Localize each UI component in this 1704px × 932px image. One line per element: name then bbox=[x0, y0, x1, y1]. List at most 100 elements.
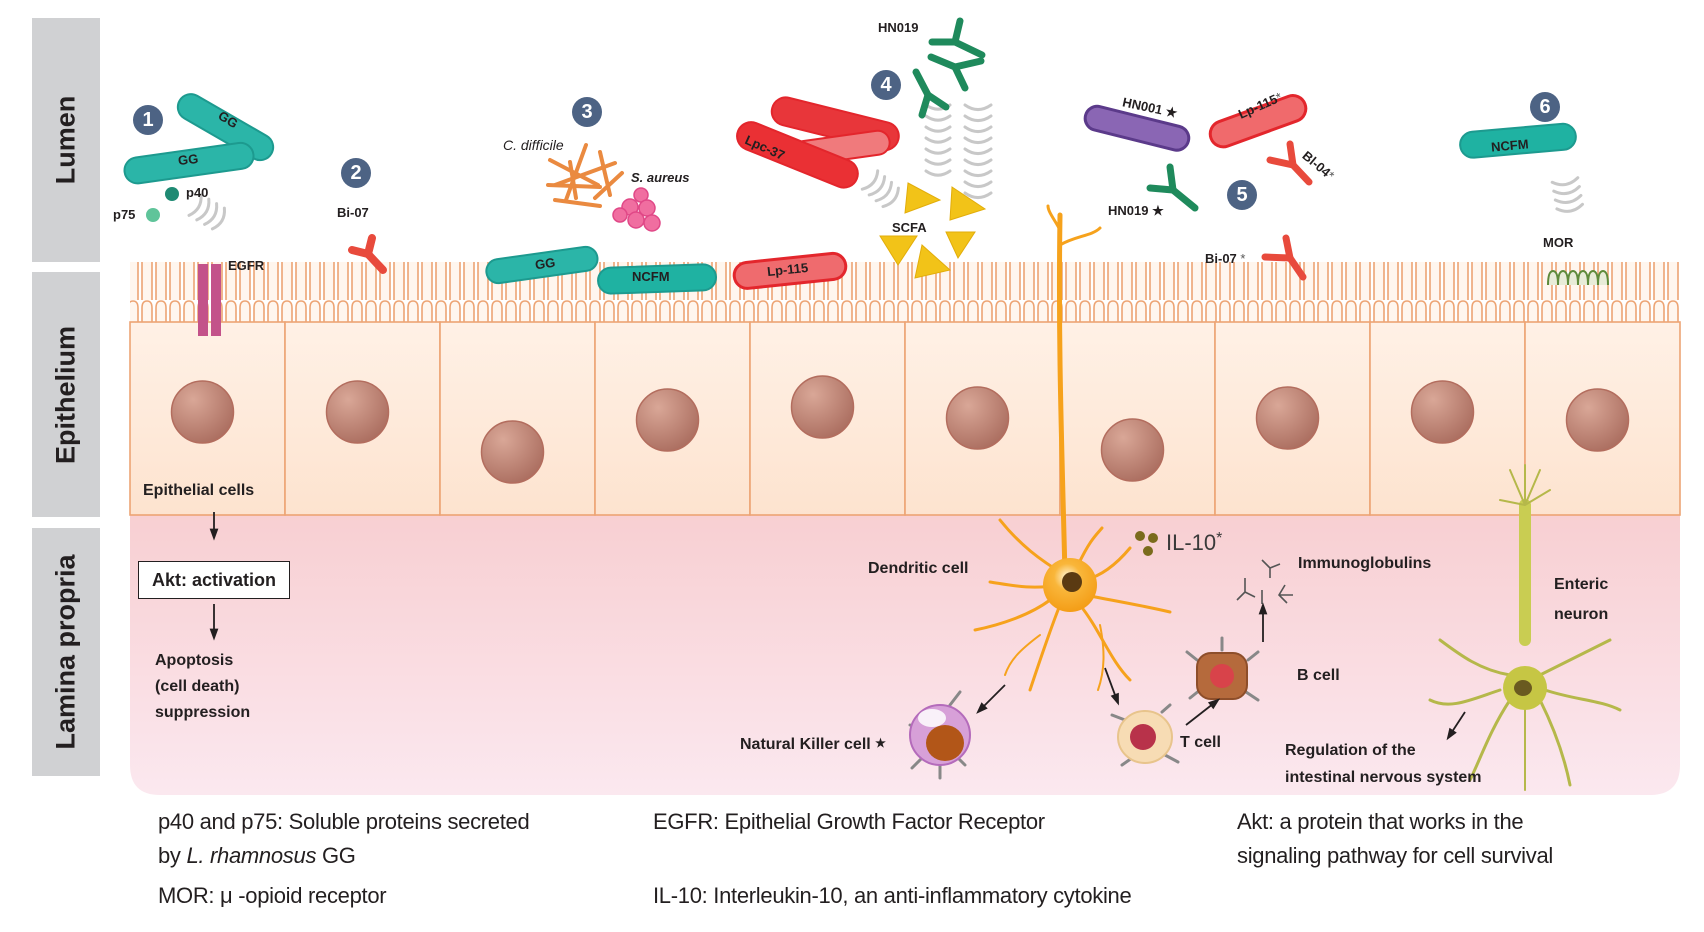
legend-text: GG bbox=[316, 843, 356, 868]
step-badge-4: 4 bbox=[871, 70, 901, 100]
label-dendritic-cell: Dendritic cell bbox=[868, 560, 969, 577]
signal-wave bbox=[963, 169, 993, 178]
bacterium-gg-top bbox=[176, 93, 275, 162]
label-mor: MOR bbox=[1543, 235, 1574, 250]
legend-p40-p75: p40 and p75: Soluble proteins secreted b… bbox=[158, 805, 530, 873]
signal-wave bbox=[963, 103, 993, 112]
legend-p40-p75-line-1: p40 and p75: Soluble proteins secreted bbox=[158, 809, 530, 834]
step-badge-5: 5 bbox=[1227, 180, 1257, 210]
label-epithelial-cells: Epithelial cells bbox=[143, 482, 255, 499]
legend-akt-line-1: Akt: a protein that works in the bbox=[1237, 809, 1524, 834]
enteric-line-2: neuron bbox=[1554, 606, 1609, 623]
cell-nucleus bbox=[945, 386, 1010, 450]
signal-wave bbox=[963, 191, 993, 200]
bacterium-gg-bottom bbox=[123, 141, 255, 185]
region-label-epithelium: Epithelium bbox=[50, 325, 81, 464]
enteric-line-1: Enteric bbox=[1554, 576, 1609, 593]
cell-nucleus bbox=[790, 375, 855, 439]
signal-wave bbox=[924, 147, 952, 155]
label-bi07-step2: Bi-07 bbox=[337, 205, 369, 220]
signal-wave bbox=[1550, 176, 1580, 187]
label-il10: IL-10* bbox=[1166, 530, 1222, 556]
natural-killer-cell bbox=[908, 690, 971, 780]
region-bar-lumen: Lumen bbox=[32, 18, 100, 262]
t-cell bbox=[1110, 703, 1180, 767]
asterisk-marker: * bbox=[1240, 251, 1246, 266]
region-label-lamina-propria: Lamina propria bbox=[50, 554, 81, 750]
bi07-bacterium-step5 bbox=[1261, 234, 1307, 281]
epithelial-cell bbox=[1059, 321, 1216, 516]
star-marker: ★ bbox=[1152, 203, 1164, 218]
cell-nucleus bbox=[1410, 380, 1475, 444]
apoptosis-line-1: Apoptosis bbox=[155, 652, 234, 669]
signal-wave bbox=[924, 125, 952, 133]
il10-dots bbox=[1135, 531, 1158, 556]
scfa-triangles bbox=[879, 182, 987, 279]
egfr-receptor bbox=[198, 264, 221, 336]
enteric-neuron bbox=[1428, 464, 1622, 791]
legend-egfr: EGFR: Epithelial Growth Factor Receptor bbox=[653, 809, 1045, 834]
signal-wave bbox=[860, 169, 880, 191]
cell-nucleus bbox=[1255, 386, 1320, 450]
signal-wave bbox=[963, 180, 993, 189]
signal-wave bbox=[881, 186, 900, 209]
signal-wave bbox=[963, 136, 993, 145]
arrow-head bbox=[1110, 692, 1119, 706]
cell-nucleus bbox=[170, 380, 235, 444]
arrow-head bbox=[1258, 602, 1268, 615]
hn019-bacterium-step5 bbox=[1146, 163, 1199, 212]
arrow-head bbox=[209, 628, 219, 641]
arrow-head bbox=[209, 528, 219, 541]
label-t-cell: T cell bbox=[1180, 734, 1221, 751]
label-hn019-top: HN019 bbox=[878, 20, 919, 35]
p40-protein bbox=[165, 187, 179, 201]
apoptosis-line-3: suppression bbox=[155, 704, 251, 721]
bacterium-hn001 bbox=[1083, 104, 1191, 152]
signal-wave bbox=[203, 202, 219, 226]
arrow-head bbox=[1446, 727, 1457, 741]
legend-mor: MOR: μ -opioid receptor bbox=[158, 883, 387, 908]
label-immunoglobulins: Immunoglobulins bbox=[1298, 555, 1432, 572]
legend-akt-line-2: signaling pathway for cell survival bbox=[1237, 843, 1553, 868]
label-p75: p75 bbox=[113, 207, 136, 222]
cell-nucleus bbox=[1565, 388, 1630, 452]
bacterium-gg-surface bbox=[485, 245, 599, 285]
signal-wave bbox=[963, 147, 993, 156]
signal-wave bbox=[867, 175, 887, 197]
signal-wave bbox=[1552, 185, 1581, 196]
step-badge-2: 2 bbox=[341, 158, 371, 188]
s-aureus-cluster bbox=[612, 187, 661, 232]
signal-waves bbox=[187, 103, 1584, 231]
signal-wave bbox=[195, 197, 211, 222]
enteric-neuron-nucleus bbox=[1514, 680, 1532, 696]
il10-text: IL-10 bbox=[1166, 530, 1217, 555]
bi07-text: Bi-07 bbox=[1205, 251, 1237, 266]
microvilli-band bbox=[130, 262, 1680, 322]
signal-wave bbox=[187, 193, 203, 217]
dendritic-cell-nucleus bbox=[1062, 572, 1082, 592]
apoptosis-line-2: (cell death) bbox=[155, 678, 240, 695]
signal-wave bbox=[963, 114, 993, 123]
star-marker: ★ bbox=[875, 736, 886, 750]
step-badge-1: 1 bbox=[133, 105, 163, 135]
cell-nucleus bbox=[635, 388, 700, 452]
label-gg-bottom: GG bbox=[177, 150, 199, 169]
bacterium-lpc37-cluster bbox=[736, 96, 900, 189]
signal-wave bbox=[924, 114, 952, 122]
bi07-bacterium-step2 bbox=[348, 234, 387, 274]
hn019-bacteria-step4 bbox=[912, 17, 986, 119]
label-ncfm-surface: NCFM bbox=[632, 269, 670, 284]
epithelial-cells bbox=[129, 321, 1681, 516]
hn019-text: HN019 bbox=[1108, 203, 1149, 218]
c-difficile-rods bbox=[546, 143, 624, 208]
label-s-aureus: S. aureus bbox=[631, 170, 690, 185]
bacterium-ncfm-surface bbox=[597, 263, 718, 295]
arrow-head bbox=[1207, 698, 1221, 710]
label-hn019-step5: HN019 ★ bbox=[1108, 203, 1164, 219]
signal-wave bbox=[924, 169, 952, 177]
legend-akt: Akt: a protein that works in the signali… bbox=[1237, 805, 1553, 873]
legend-text: by bbox=[158, 843, 187, 868]
step-badge-3: 3 bbox=[572, 97, 602, 127]
signal-wave bbox=[874, 180, 894, 203]
